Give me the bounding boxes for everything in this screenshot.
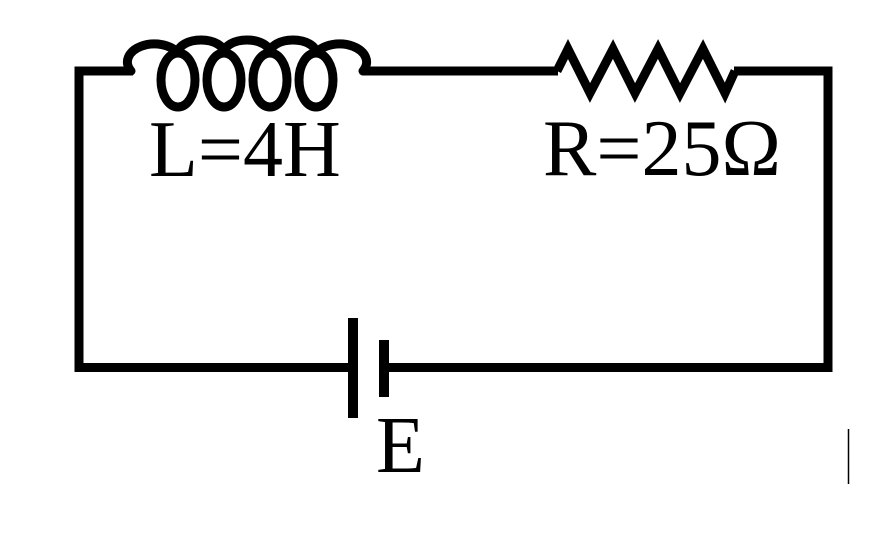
resistor-zigzag <box>552 38 740 104</box>
battery-label: E <box>376 402 425 490</box>
inductor-label: L=4H <box>149 106 341 194</box>
resistor-label: R=25Ω <box>543 105 781 193</box>
inductor-coil <box>122 35 372 112</box>
